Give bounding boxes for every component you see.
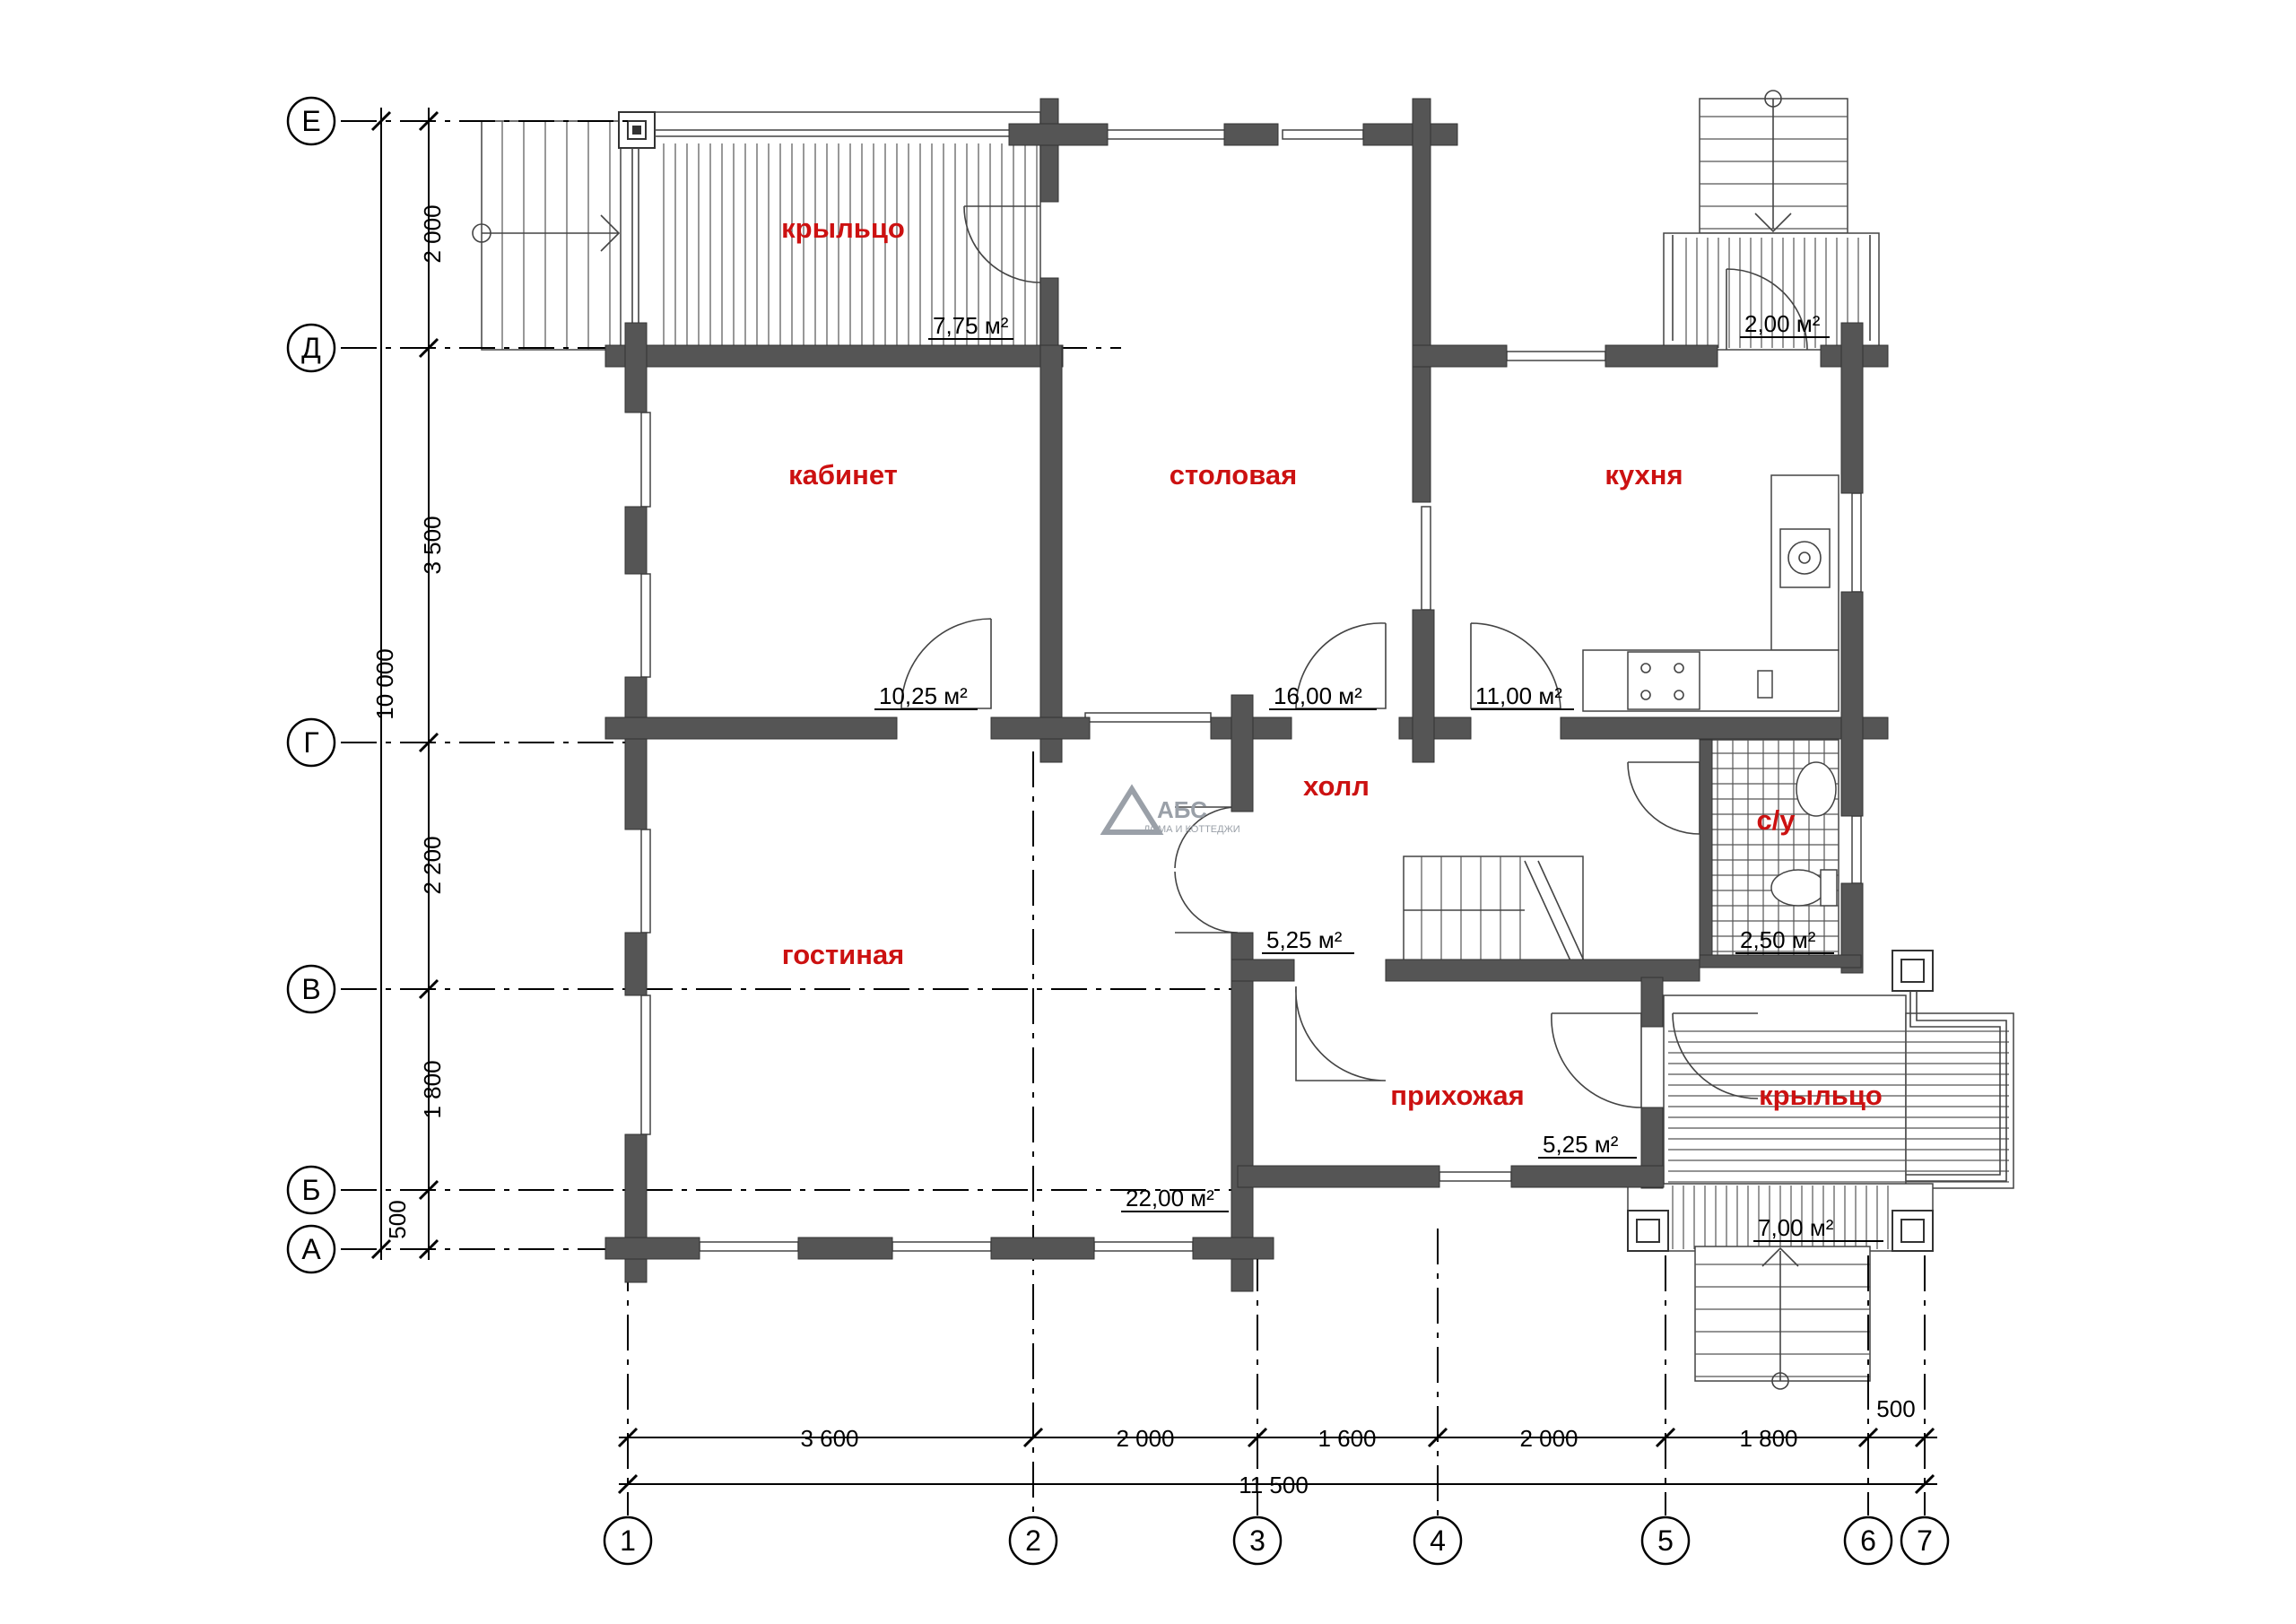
area-wc: 2,50 м² <box>1740 926 1816 953</box>
logo-name: АБС <box>1157 796 1207 823</box>
dim-left-1: 2 000 <box>419 204 446 263</box>
dim-bottom-1: 3 600 <box>800 1425 858 1452</box>
area-entrance: 5,25 м² <box>1543 1131 1619 1158</box>
room-study: кабинет <box>788 459 898 491</box>
axis-label-g: Г <box>303 726 318 759</box>
axis-label-4: 4 <box>1430 1524 1446 1557</box>
room-living: гостиная <box>782 939 905 970</box>
dim-left-2: 3 500 <box>419 516 446 574</box>
porch-right-deck <box>1627 950 2014 1390</box>
area-porch-right: 7,00 м² <box>1758 1214 1834 1241</box>
area-dining: 16,00 м² <box>1274 682 1362 709</box>
area-hall: 5,25 м² <box>1266 926 1343 953</box>
room-kitchen: кухня <box>1605 459 1683 491</box>
logo-tagline: ДОМА И КОТТЕДЖИ <box>1144 824 1240 835</box>
axis-label-2: 2 <box>1025 1524 1041 1557</box>
dim-bottom-2: 2 000 <box>1116 1425 1174 1452</box>
room-dining: столовая <box>1170 459 1297 491</box>
axis-label-6: 6 <box>1860 1524 1876 1557</box>
axis-label-1: 1 <box>620 1524 636 1557</box>
axis-bubbles-letters: Е Д Г В Б А <box>286 96 336 1274</box>
axis-bubbles-numbers: 1 2 3 4 5 6 7 <box>603 1515 1950 1566</box>
dim-bottom-3: 1 600 <box>1318 1425 1376 1452</box>
area-porch-top: 7,75 м² <box>933 312 1009 339</box>
abs-logo: АБС ДОМА И КОТТЕДЖИ <box>1100 784 1240 835</box>
dim-bottom-total: 11 500 <box>1239 1472 1309 1498</box>
axis-label-e: Е <box>301 105 320 137</box>
room-porch-top: крыльцо <box>781 213 905 244</box>
room-entrance: прихожая <box>1390 1080 1524 1111</box>
dim-left-total: 10 000 <box>371 648 398 720</box>
dim-bottom-5: 1 800 <box>1739 1425 1797 1452</box>
axis-label-b: Б <box>302 1174 321 1206</box>
room-hall: холл <box>1303 770 1370 802</box>
area-living: 22,00 м² <box>1126 1185 1214 1211</box>
walls <box>604 98 1889 1292</box>
axis-label-a: А <box>301 1233 321 1265</box>
axis-label-d: Д <box>301 332 321 364</box>
bottom-dimensions: 3 600 2 000 1 600 2 000 1 800 500 11 500 <box>617 1395 1937 1498</box>
dim-left-4: 1 800 <box>419 1060 446 1118</box>
room-labels: крыльцо кабинет столовая кухня холл с/у … <box>781 213 1883 1111</box>
axis-label-v: В <box>301 973 320 1005</box>
dim-left-3: 2 200 <box>419 836 446 894</box>
area-study: 10,25 м² <box>879 682 968 709</box>
area-labels: 7,75 м² 2,00 м² 10,25 м² 16,00 м² 11,00 … <box>874 310 1883 1242</box>
dim-left-5: 500 <box>384 1200 411 1238</box>
room-porch-right: крыльцо <box>1759 1080 1883 1111</box>
logo-triangle-icon <box>1100 784 1164 835</box>
axis-label-7: 7 <box>1917 1524 1933 1557</box>
area-kitchen: 11,00 м² <box>1475 682 1562 709</box>
dim-bottom-6: 500 <box>1876 1395 1915 1422</box>
axis-label-5: 5 <box>1657 1524 1674 1557</box>
porch-top-deck <box>472 111 1041 351</box>
room-wc: с/у <box>1756 804 1796 836</box>
left-dimensions: 10 000 2 000 3 500 2 200 1 800 500 <box>370 108 446 1260</box>
axis-label-3: 3 <box>1249 1524 1265 1557</box>
area-porch-kitchen: 2,00 м² <box>1744 310 1821 337</box>
dim-bottom-4: 2 000 <box>1519 1425 1578 1452</box>
